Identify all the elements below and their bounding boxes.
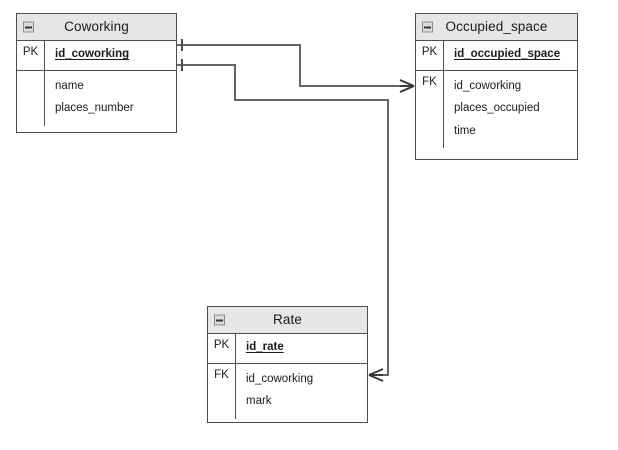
- attribute-column: id_rate: [236, 334, 367, 363]
- key-column: FK: [416, 70, 444, 148]
- attribute-row[interactable]: id_occupied_space: [454, 48, 561, 60]
- key-label: FK: [422, 75, 437, 88]
- key-column: PK: [17, 41, 45, 70]
- entity-header-rate[interactable]: Rate: [208, 307, 367, 334]
- attribute-row[interactable]: mark: [246, 395, 272, 407]
- entity-coworking[interactable]: Coworking PK id_coworking name places_nu…: [16, 13, 177, 133]
- entity-pk-section: PK id_coworking: [17, 41, 176, 71]
- key-label: PK: [213, 339, 230, 351]
- key-column: PK: [208, 334, 236, 363]
- minus-box-icon[interactable]: [214, 314, 225, 326]
- attribute-row[interactable]: id_coworking: [246, 372, 314, 385]
- minus-box-icon[interactable]: [422, 21, 433, 33]
- key-column: [17, 70, 45, 126]
- relationship-line: [177, 64, 389, 376]
- entity-pk-section: PK id_occupied_space: [416, 41, 577, 71]
- entity-header-coworking[interactable]: Coworking: [17, 14, 176, 41]
- entity-pk-section: PK id_rate: [208, 334, 367, 364]
- attribute-column: name places_number: [45, 71, 176, 126]
- entity-rate[interactable]: Rate PK id_rate FK id_coworking mark: [207, 306, 368, 423]
- minus-box-icon[interactable]: [23, 21, 34, 33]
- attribute-column: id_coworking mark: [236, 364, 367, 419]
- attribute-row[interactable]: places_number: [55, 102, 134, 114]
- cardinality-many-marker: [399, 79, 415, 93]
- key-label: PK: [22, 46, 39, 58]
- key-label: PK: [421, 46, 438, 58]
- attribute-row[interactable]: time: [454, 124, 476, 137]
- attribute-row[interactable]: id_coworking: [55, 48, 130, 60]
- relationship-coworking-occupied-space[interactable]: [177, 39, 415, 93]
- attribute-column: id_occupied_space: [444, 41, 577, 70]
- entity-title: Coworking: [64, 19, 129, 35]
- attribute-row[interactable]: id_coworking: [454, 79, 522, 92]
- entity-attributes-section: FK id_coworking places_occupied time: [416, 70, 577, 149]
- entity-attributes-section: name places_number: [17, 70, 176, 126]
- relationship-line: [177, 44, 409, 87]
- relationship-coworking-rate[interactable]: [177, 59, 389, 382]
- attribute-row[interactable]: places_occupied: [454, 102, 540, 114]
- entity-attributes-section: FK id_coworking mark: [208, 363, 367, 419]
- entity-occupied-space[interactable]: Occupied_space PK id_occupied_space FK i…: [415, 13, 578, 160]
- key-column: FK: [208, 363, 236, 419]
- entity-title: Occupied_space: [445, 19, 548, 35]
- entity-header-occupied-space[interactable]: Occupied_space: [416, 14, 577, 41]
- attribute-column: id_coworking places_occupied time: [444, 71, 577, 149]
- key-label: FK: [214, 368, 229, 381]
- key-column: PK: [416, 41, 444, 70]
- attribute-column: id_coworking: [45, 41, 176, 70]
- attribute-row[interactable]: name: [55, 79, 84, 92]
- attribute-row[interactable]: id_rate: [246, 341, 284, 353]
- cardinality-many-marker: [368, 368, 384, 382]
- entity-title: Rate: [273, 312, 302, 328]
